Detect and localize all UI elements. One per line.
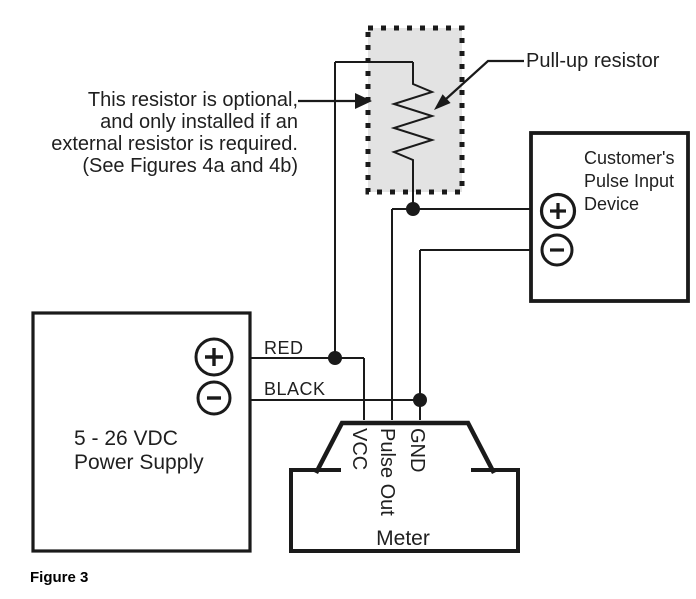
note-line: and only installed if an — [100, 111, 298, 133]
red-wire-label: RED — [264, 338, 304, 358]
meter-label: Meter — [376, 527, 430, 550]
pulse-device-label: Customer's Pulse Input Device — [584, 147, 674, 216]
meter-top-border-gap — [341, 466, 471, 475]
junction-dot-black-gnd — [413, 393, 427, 407]
power-supply-plus-icon — [194, 337, 234, 377]
note-line: (See Figures 4a and 4b) — [82, 155, 298, 177]
note-line: external resistor is required. — [51, 133, 298, 155]
meter-terminal-pulse-out: Pulse Out — [376, 428, 398, 516]
pulse-device-label-line: Device — [584, 194, 640, 214]
junction-dot-red-vcc — [328, 351, 342, 365]
figure-caption: Figure 3 — [30, 569, 89, 586]
pullup-resistor-label: Pull-up resistor — [526, 50, 660, 72]
note-arrow — [298, 93, 372, 109]
meter-terminal-gnd: GND — [406, 428, 428, 473]
power-supply-label: 5 - 26 VDC Power Supply — [74, 427, 204, 475]
junction-dot-resistor-pulse — [406, 202, 420, 216]
pullup-leader-arrow — [434, 59, 524, 110]
pulse-device-label-line: Customer's — [584, 148, 675, 168]
optional-resistor-note: This resistor is optional, and only inst… — [10, 89, 298, 177]
pullup-resistor-symbol — [390, 62, 436, 209]
pulse-device-label-line: Pulse Input — [584, 171, 675, 191]
meter-terminal-vcc: VCC — [348, 428, 370, 471]
meter-connector-trapezoid — [314, 420, 496, 475]
power-supply-minus-icon — [196, 380, 232, 416]
power-supply-label-line: Power Supply — [74, 451, 204, 474]
pulse-device-minus-icon — [540, 233, 574, 267]
note-line: This resistor is optional, — [87, 89, 298, 111]
pulse-device-plus-icon — [539, 192, 577, 230]
power-supply-label-line: 5 - 26 VDC — [74, 427, 178, 450]
connection-wires — [250, 61, 531, 420]
black-wire-label: BLACK — [264, 379, 326, 399]
